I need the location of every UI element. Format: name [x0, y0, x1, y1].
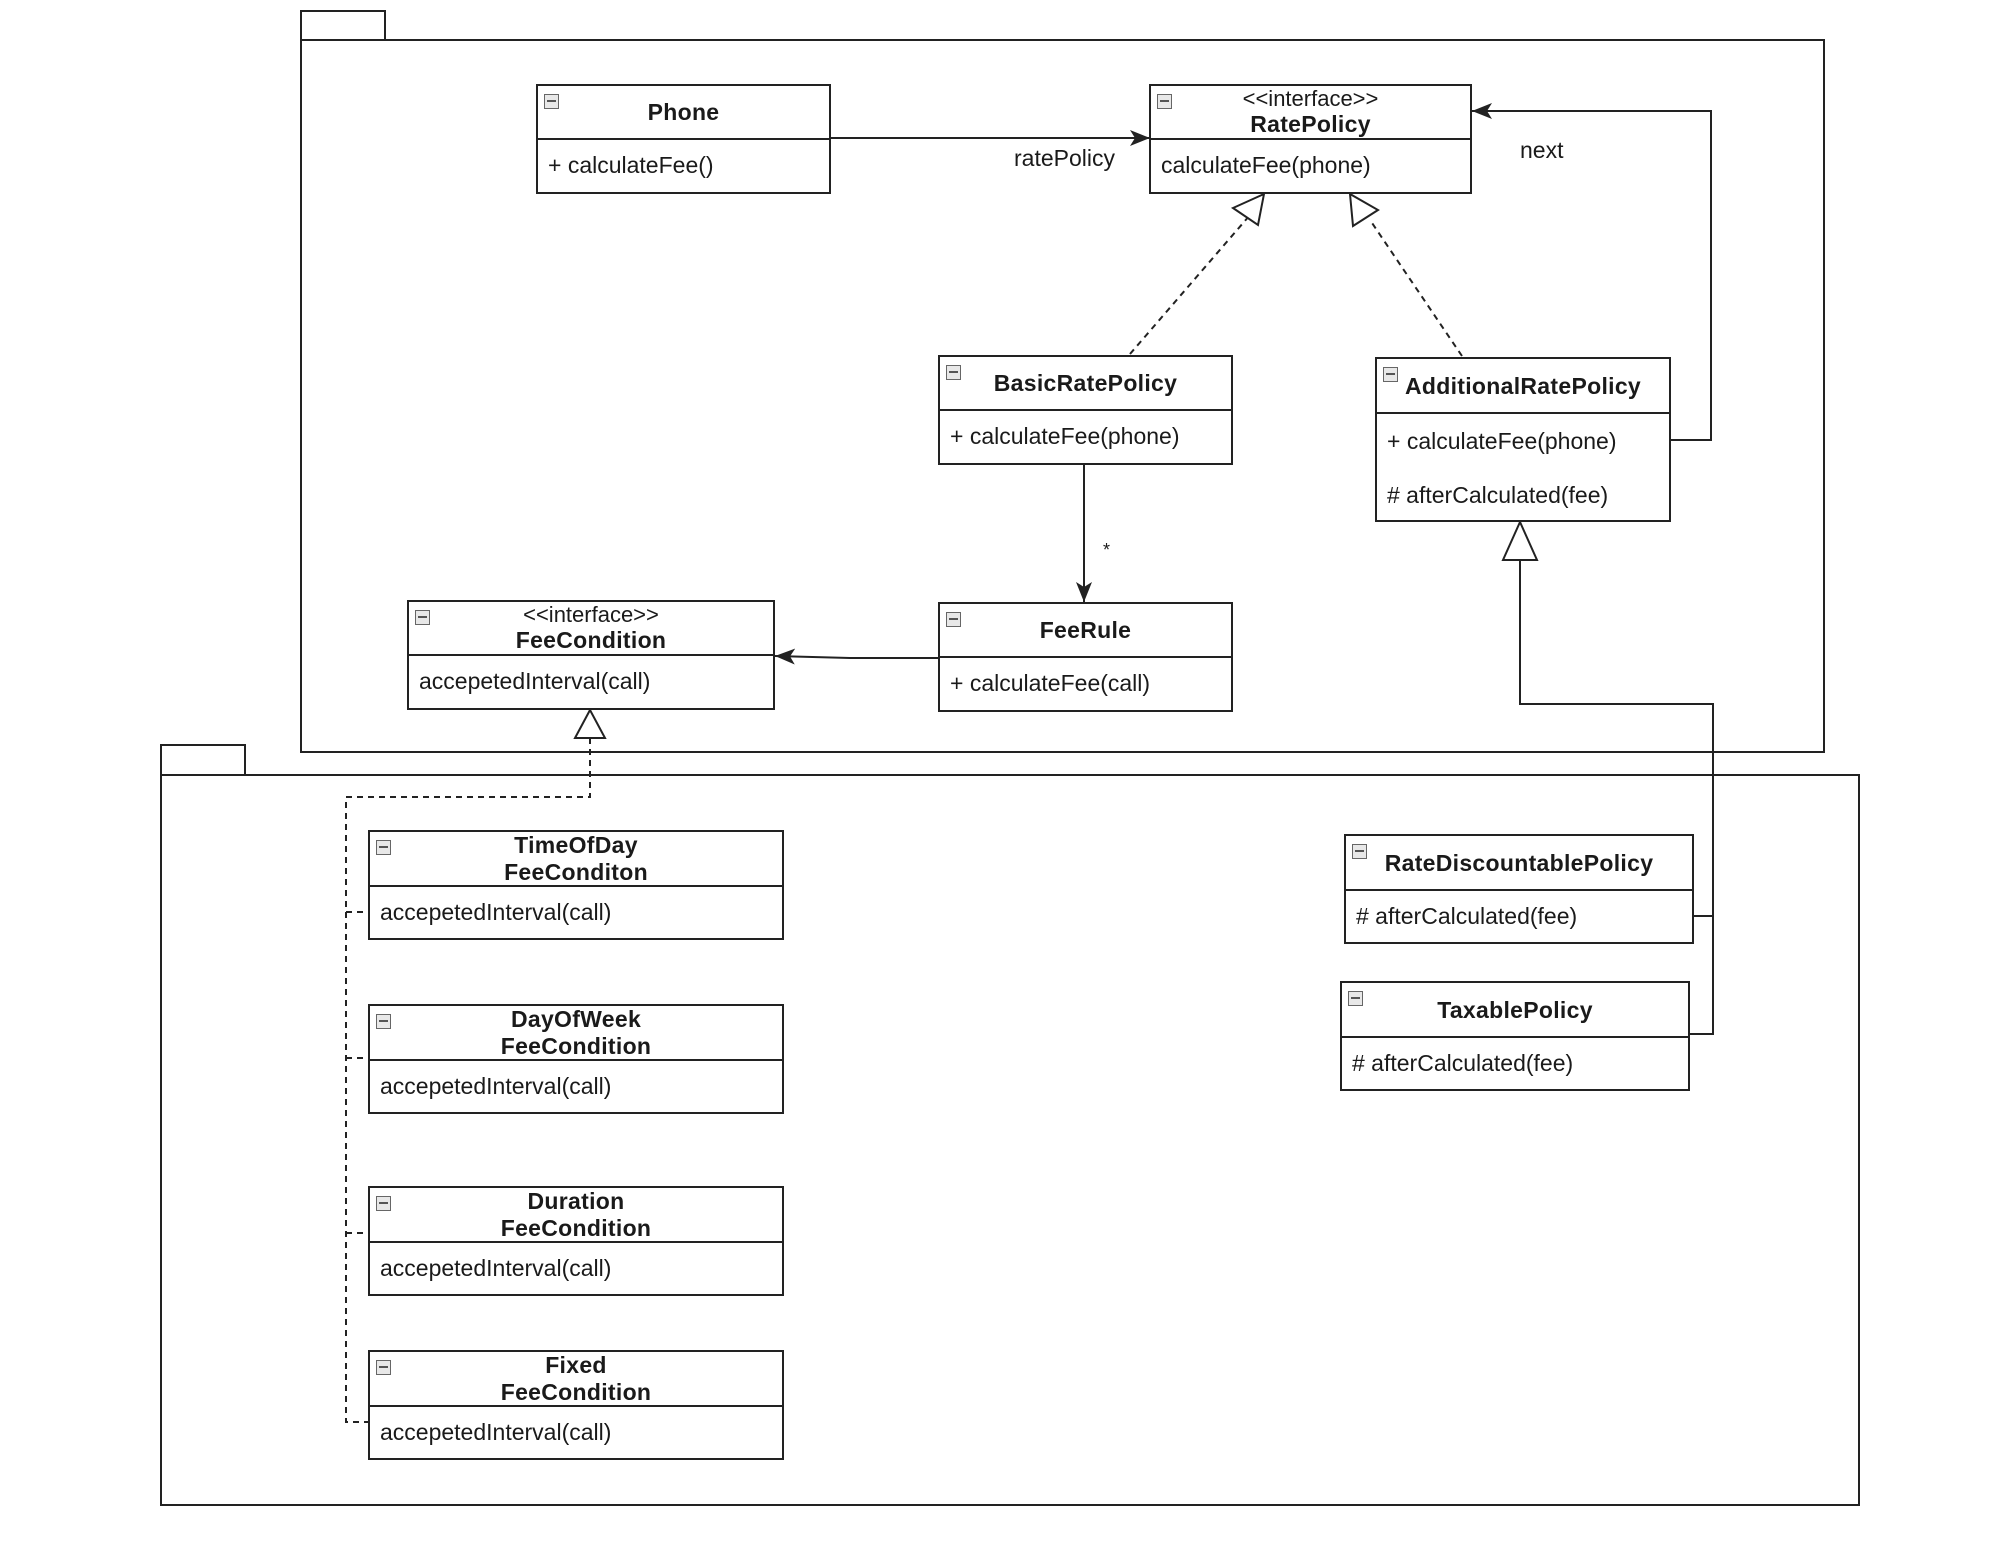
class-taxable-policy[interactable]: TaxablePolicy # afterCalculated(fee): [1340, 981, 1690, 1091]
class-header: Phone: [538, 86, 829, 140]
class-header: <<interface>> RatePolicy: [1151, 86, 1470, 140]
class-member: accepetedInterval(call): [419, 668, 651, 694]
label-next: next: [1520, 137, 1564, 163]
class-header: BasicRatePolicy: [940, 357, 1231, 411]
class-member: accepetedInterval(call): [380, 1255, 612, 1281]
class-rate-discountable-policy[interactable]: RateDiscountablePolicy # afterCalculated…: [1344, 834, 1694, 944]
class-fee-rule[interactable]: FeeRule + calculateFee(call): [938, 602, 1233, 712]
class-name: DayOfWeek: [510, 1005, 642, 1032]
class-duration-fee-condition[interactable]: Duration FeeCondition accepetedInterval(…: [368, 1186, 784, 1296]
collapse-icon[interactable]: [415, 610, 430, 625]
class-header: Duration FeeCondition: [370, 1188, 782, 1243]
class-name: Duration: [527, 1187, 625, 1214]
collapse-icon[interactable]: [946, 365, 961, 380]
class-time-of-day-fee-condition[interactable]: TimeOfDay FeeConditon accepetedInterval(…: [368, 830, 784, 940]
collapse-icon[interactable]: [376, 1196, 391, 1211]
class-header: DayOfWeek FeeCondition: [370, 1006, 782, 1061]
class-name-line2: FeeCondition: [500, 1378, 652, 1405]
class-member: # afterCalculated(fee): [1352, 1050, 1574, 1076]
assoc-feerule-feecondition: [774, 648, 938, 665]
collapse-icon[interactable]: [1383, 367, 1398, 382]
realize-basic-head: [1230, 192, 1266, 227]
class-name-line2: FeeCondition: [500, 1214, 652, 1241]
class-stereotype: <<interface>>: [523, 602, 659, 627]
class-name-line2: FeeCondition: [500, 1032, 652, 1059]
class-header: <<interface>> FeeCondition: [409, 602, 773, 656]
label-ratepolicy: ratePolicy: [1014, 145, 1115, 171]
collapse-icon[interactable]: [544, 94, 559, 109]
class-member: # afterCalculated(fee): [1387, 482, 1609, 508]
realize-feecondition-head: [573, 707, 607, 739]
class-header: AdditionalRatePolicy: [1377, 359, 1669, 414]
class-header: TimeOfDay FeeConditon: [370, 832, 782, 887]
class-name: Fixed: [545, 1351, 607, 1378]
class-name: Phone: [647, 99, 720, 125]
class-name: TimeOfDay: [514, 831, 638, 858]
collapse-icon[interactable]: [1348, 991, 1363, 1006]
package-bottom: [160, 774, 1860, 1506]
package-top: [300, 39, 1825, 753]
class-header: TaxablePolicy: [1342, 983, 1688, 1038]
collapse-icon[interactable]: [946, 612, 961, 627]
collapse-icon[interactable]: [376, 1360, 391, 1375]
class-name: TaxablePolicy: [1437, 996, 1593, 1023]
class-basic-rate-policy[interactable]: BasicRatePolicy + calculateFee(phone): [938, 355, 1233, 465]
class-member: + calculateFee(call): [950, 670, 1151, 696]
class-member: # afterCalculated(fee): [1356, 903, 1578, 929]
class-additional-rate-policy[interactable]: AdditionalRatePolicy + calculateFee(phon…: [1375, 357, 1671, 522]
assoc-next: [1472, 103, 1712, 441]
realize-basic: [1129, 214, 1251, 355]
class-member: + calculateFee(): [548, 152, 714, 178]
class-member: + calculateFee(phone): [1387, 428, 1617, 454]
class-day-of-week-fee-condition[interactable]: DayOfWeek FeeCondition accepetedInterval…: [368, 1004, 784, 1114]
class-header: RateDiscountablePolicy: [1346, 836, 1692, 891]
collapse-icon[interactable]: [376, 840, 391, 855]
class-member: accepetedInterval(call): [380, 1073, 612, 1099]
class-name: FeeCondition: [515, 627, 667, 653]
class-name: FeeRule: [1039, 617, 1132, 643]
class-name: RateDiscountablePolicy: [1384, 849, 1654, 876]
class-fixed-fee-condition[interactable]: Fixed FeeCondition accepetedInterval(cal…: [368, 1350, 784, 1460]
class-header: FeeRule: [940, 604, 1231, 658]
class-name: BasicRatePolicy: [993, 370, 1178, 396]
class-stereotype: <<interface>>: [1242, 86, 1379, 111]
class-member: accepetedInterval(call): [380, 1419, 612, 1445]
class-member: calculateFee(phone): [1161, 152, 1371, 178]
class-name: RatePolicy: [1250, 111, 1371, 137]
collapse-icon[interactable]: [1157, 94, 1172, 109]
realize-feecondition-trunk: [345, 738, 591, 1423]
collapse-icon[interactable]: [376, 1014, 391, 1029]
generalize-additional-head: [1501, 519, 1539, 561]
realize-additional: [1369, 219, 1463, 357]
class-member: + calculateFee(phone): [950, 423, 1180, 449]
class-name-line2: FeeConditon: [504, 858, 648, 885]
class-name: AdditionalRatePolicy: [1404, 372, 1642, 399]
generalize-trunk: [1519, 560, 1714, 1035]
class-phone[interactable]: Phone + calculateFee(): [536, 84, 831, 194]
class-rate-policy[interactable]: <<interface>> RatePolicy calculateFee(ph…: [1149, 84, 1472, 194]
class-header: Fixed FeeCondition: [370, 1352, 782, 1407]
class-fee-condition[interactable]: <<interface>> FeeCondition accepetedInte…: [407, 600, 775, 710]
label-multiplicity: *: [1103, 540, 1111, 560]
realize-additional-head: [1348, 192, 1380, 228]
collapse-icon[interactable]: [1352, 844, 1367, 859]
class-member: accepetedInterval(call): [380, 899, 612, 925]
